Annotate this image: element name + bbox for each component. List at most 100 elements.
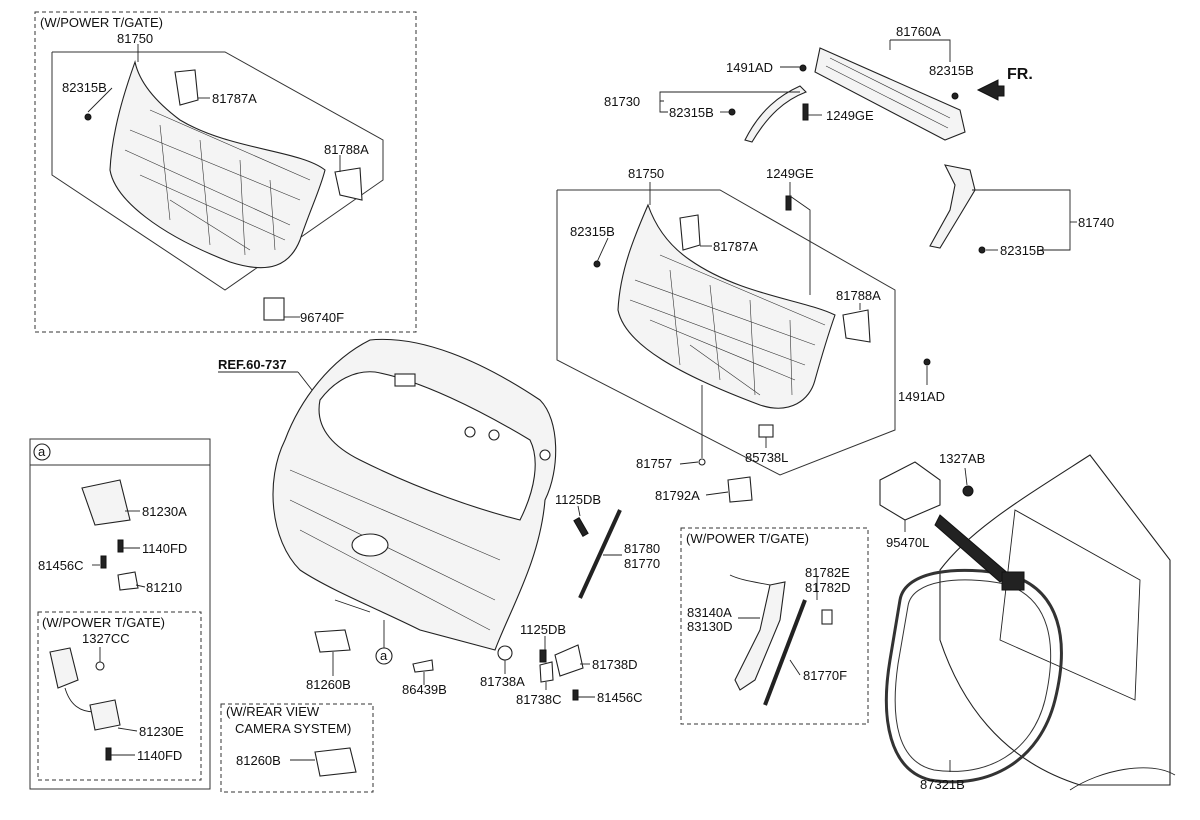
label-1125DB-a: 1125DB (555, 492, 601, 507)
label-1125DB-b: 1125DB (520, 622, 566, 637)
power-tgate-drive-panel: (W/POWER T/GATE) 83140A 83130D 81770F 81… (680, 527, 869, 725)
panel-ribs (124, 109, 311, 256)
striker-81738D (554, 644, 584, 677)
center-trim-panel-group: 81750 1249GE 82315B 81787A 81788A 1491AD… (556, 166, 945, 503)
label-95470L: 95470L (886, 535, 929, 550)
control-module-95470L (879, 461, 941, 521)
label-82315B-tl: 82315B (62, 80, 107, 95)
tailgate-assembly: REF.60-737 a 81260B 86439B 81738A (218, 338, 557, 697)
vehicle-rear-view: 87321B 95470L 1327AB (879, 451, 1176, 792)
weatherstrip-87321B (884, 568, 1063, 784)
nut-1327CC (95, 661, 105, 671)
ref-label: REF.60-737 (218, 357, 287, 372)
emblem-mount (351, 533, 389, 557)
emblem-86439B (412, 659, 434, 673)
panel-a-circle (33, 443, 51, 461)
bracket-81738C (539, 661, 554, 683)
camera-panel-title-1: (W/REAR VIEW (226, 704, 320, 719)
garnish-81787A-center (679, 214, 701, 251)
label-1249GE-top: 1249GE (826, 108, 874, 123)
panel-border (34, 11, 417, 333)
label-1491AD-top: 1491AD (726, 60, 773, 75)
bolt-1125DB-b (539, 649, 547, 663)
label-81738A: 81738A (480, 674, 525, 689)
label-1140FD-a: 1140FD (142, 541, 187, 556)
label-81782D: 81782D (805, 580, 851, 595)
label-81230E: 81230E (139, 724, 184, 739)
nut-1327AB (962, 485, 974, 497)
clip-82315B (84, 113, 92, 121)
latch-power-81230E (49, 647, 79, 689)
garnish-81788A-center (842, 309, 871, 343)
callout-a-label: a (380, 648, 388, 663)
garnish-81788A (334, 167, 363, 201)
bolt-1140FD-b (105, 747, 112, 761)
rear-view-camera-panel: (W/REAR VIEW CAMERA SYSTEM) 81260B (220, 703, 374, 793)
actuator-81210 (117, 571, 139, 591)
label-81780: 81780 (624, 541, 660, 556)
tailgate-trim-panel-81750-center (617, 203, 836, 409)
panel-title: (W/POWER T/GATE) (40, 15, 163, 30)
label-81760A: 81760A (896, 24, 941, 39)
bolt-1140FD-a (117, 539, 124, 553)
label-1327CC: 1327CC (82, 631, 130, 646)
label-1327AB: 1327AB (939, 451, 985, 466)
latch-81230A (81, 479, 131, 526)
label-83130D: 83130D (687, 619, 733, 634)
label-81738D: 81738D (592, 657, 638, 672)
bolt-1125DB-a (573, 517, 589, 537)
label-86439B: 86439B (402, 682, 447, 697)
handle-81260B (314, 629, 351, 653)
handle-camera-81260B (314, 747, 357, 777)
label-81757: 81757 (636, 456, 672, 471)
panel-a-title: a (38, 444, 46, 459)
tailgate-glass-opening (318, 371, 536, 521)
camera-panel-border (220, 703, 374, 793)
label-81740: 81740 (1078, 215, 1114, 230)
screw-1249GE-center (785, 195, 792, 211)
label-1140FD-b: 1140FD (137, 748, 182, 763)
drive-panel-title: (W/POWER T/GATE) (686, 531, 809, 546)
bracket-81782E (821, 609, 833, 625)
label-96740F: 96740F (300, 310, 344, 325)
drive-panel-border (680, 527, 869, 725)
latch-panel-a: a 81230A 1140FD 81456C 81210 (W/POWER T/… (29, 438, 211, 790)
label-82315B-81740: 82315B (1000, 243, 1045, 258)
screw-81456C-r (572, 689, 579, 701)
spoiler-garnish-81760A (814, 47, 966, 141)
label-81738C: 81738C (516, 692, 562, 707)
label-82315B-top: 82315B (929, 63, 974, 78)
label-81788A-center: 81788A (836, 288, 881, 303)
label-81787A-tl: 81787A (212, 91, 257, 106)
drive-unit-83140A (734, 581, 786, 691)
garnish-81787A (174, 69, 199, 106)
label-81260B-cam: 81260B (236, 753, 281, 768)
clip-82315B-top (951, 92, 959, 100)
inner-power-tgate-panel (37, 611, 202, 781)
front-indicator: FR. (1007, 66, 1033, 83)
lift-support-81780 (578, 509, 622, 599)
label-82315B-center: 82315B (570, 224, 615, 239)
label-81730: 81730 (604, 94, 640, 109)
switch-96740F (263, 297, 285, 321)
label-83140A: 83140A (687, 605, 732, 620)
panel-a-border (29, 438, 211, 790)
clip-1491AD-top (799, 64, 807, 72)
label-81782E: 81782E (805, 565, 850, 580)
spindle-81770F (763, 599, 807, 706)
module-pointer-arrow (934, 514, 1011, 583)
label-82315B-81730: 82315B (669, 105, 714, 120)
side-trim-81740 (929, 164, 976, 249)
label-81456C-l: 81456C (38, 558, 84, 573)
vehicle-body-outline (939, 454, 1171, 786)
label-81260B: 81260B (306, 677, 351, 692)
clip-1491AD-center (923, 358, 931, 366)
bumper-81738A (497, 645, 513, 661)
side-trim-81730 (744, 85, 807, 143)
label-87321B: 87321B (920, 777, 965, 792)
bumper-85738L (758, 424, 774, 438)
label-81456C-r: 81456C (597, 690, 643, 705)
perspective-box-center (556, 189, 896, 476)
label-81230A: 81230A (142, 504, 187, 519)
